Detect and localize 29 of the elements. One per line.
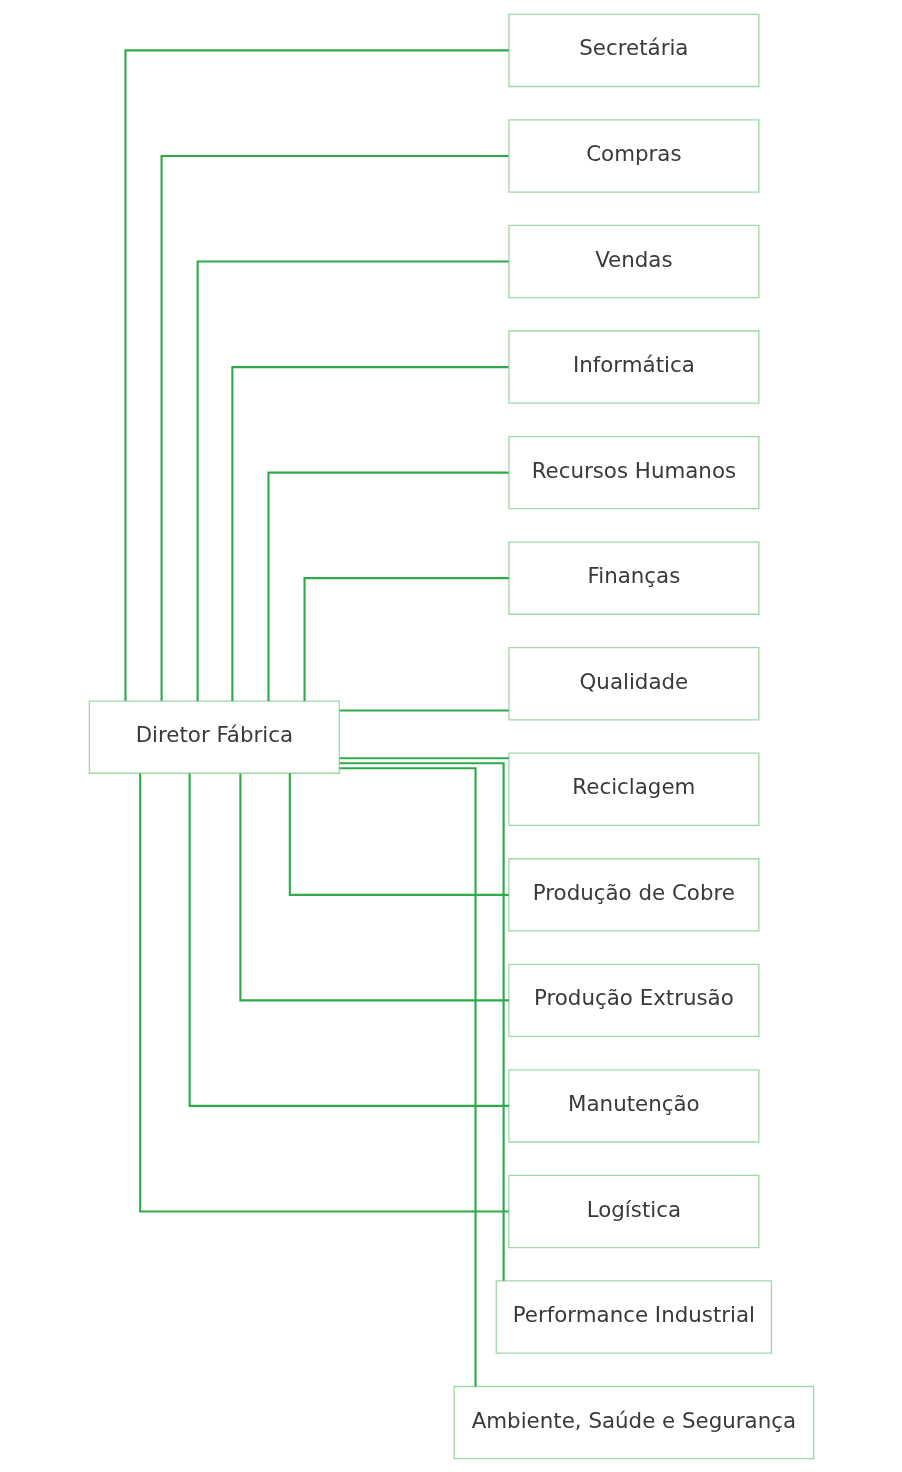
- connector: [339, 766, 477, 1386]
- node-box: Manutenção: [507, 1068, 759, 1143]
- connector: [302, 576, 509, 701]
- connector: [230, 365, 508, 701]
- node-box: Recursos Humanos: [507, 435, 759, 509]
- node-box: Logística: [507, 1174, 759, 1248]
- connector: [138, 773, 509, 1213]
- node-box: Finanças: [507, 540, 759, 615]
- connector: [339, 761, 505, 1281]
- node-box: Qualidade: [507, 646, 759, 720]
- node-box: Produção Extrusão: [507, 963, 759, 1037]
- connector: [266, 471, 509, 701]
- node-box: Produção de Cobre: [507, 857, 759, 932]
- node-box: Performance Industrial: [495, 1279, 772, 1354]
- connector: [123, 48, 509, 701]
- connector: [339, 708, 509, 712]
- connector: [160, 154, 509, 701]
- node-box: Secretária: [507, 13, 759, 87]
- node-box: Vendas: [507, 224, 759, 298]
- connector: [339, 756, 509, 759]
- connector: [288, 772, 509, 896]
- node-box: Compras: [507, 118, 759, 193]
- connector: [196, 259, 509, 701]
- connector: [188, 773, 509, 1107]
- node-box: Ambiente, Saúde e Segurança: [453, 1385, 814, 1459]
- node-box: Informática: [507, 329, 759, 404]
- connector: [238, 773, 509, 1001]
- node-box: Diretor Fábrica: [88, 699, 340, 774]
- node-box: Reciclagem: [507, 752, 759, 826]
